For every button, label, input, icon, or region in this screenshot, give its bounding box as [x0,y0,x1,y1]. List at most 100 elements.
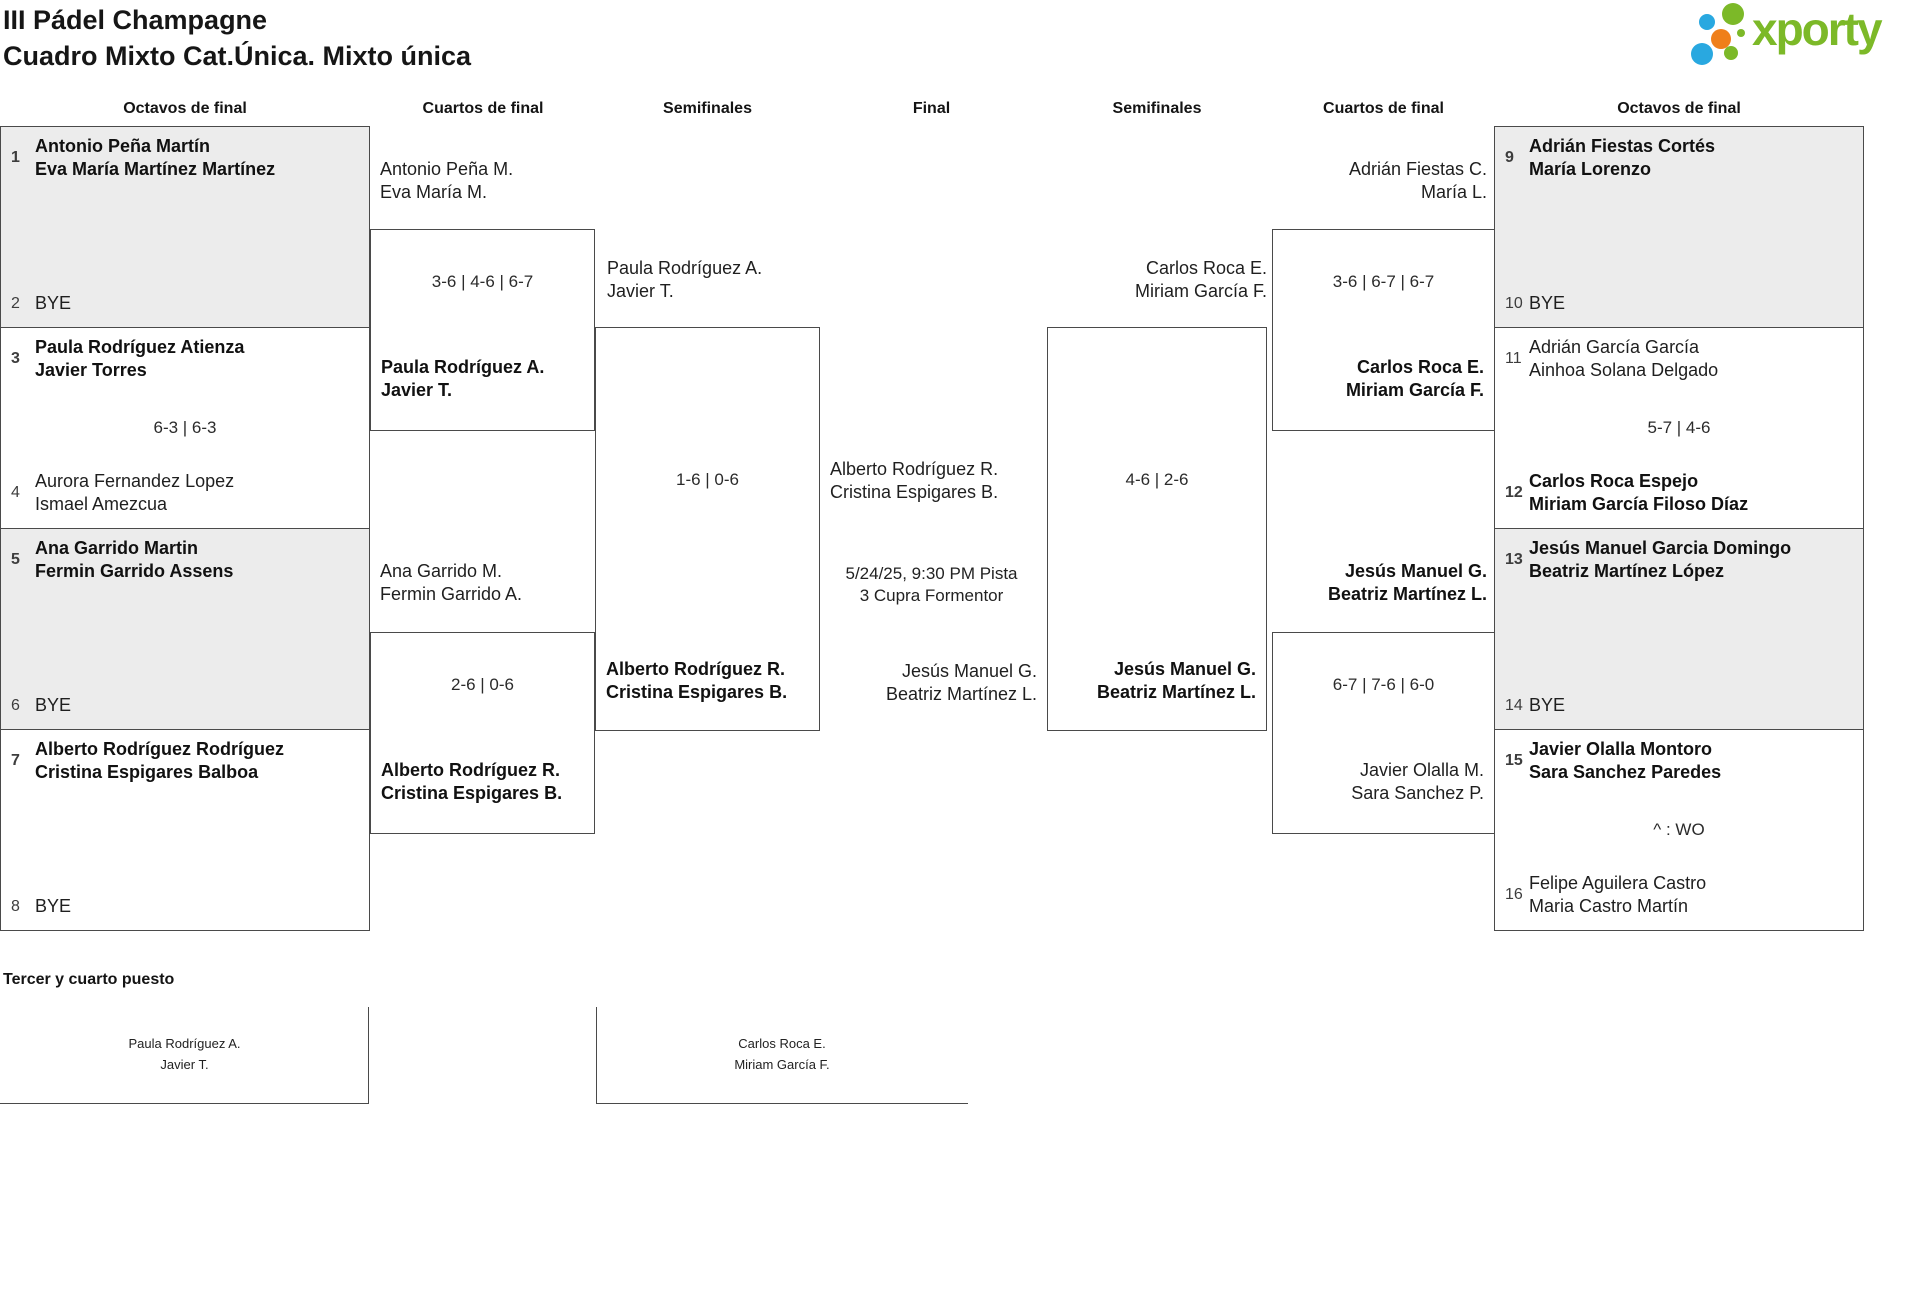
match-score: 5-7 | 4-6 [1647,418,1711,437]
qf-right-1-winner: Carlos Roca E. Miriam García F. [1346,356,1484,402]
match-court: 3 Cupra Formentor [859,586,1004,605]
team-name: Adrián Fiestas Cortés [1529,136,1716,156]
third-place-heading: Tercer y cuarto puesto [3,971,175,988]
final-bottom-team: Jesús Manuel G. Beatriz Martínez L. [886,660,1037,706]
qf-right-2-top-team: Jesús Manuel G. Beatriz Martínez L. [1328,560,1487,606]
third-place-slot-left [0,1007,369,1104]
tournament-name: III Pádel Champagne [3,5,268,35]
bracket-entry: 10 BYE [1505,292,1857,315]
team-name: Miriam García F. [734,1057,830,1072]
bracket-entry: 6 BYE [11,694,363,717]
match-score: 4-6 | 2-6 [1125,470,1189,489]
team-name: Fermin Garrido Assens [35,561,234,581]
team-name: Javier T. [607,281,674,301]
team-name: Ana Garrido Martin [35,538,199,558]
qf-left-2-winner: Alberto Rodríguez R. Cristina Espigares … [381,759,562,805]
team-name: Alberto Rodríguez R. [381,760,560,780]
match-score: 1-6 | 0-6 [675,470,739,489]
bracket-entry: 8 BYE [11,895,363,918]
seed-number: 2 [11,294,20,312]
team-name: María Lorenzo [1529,159,1652,179]
team-name: Cristina Espigares B. [606,682,788,702]
team-name: Javier T. [381,380,453,400]
third-place-slot-right [596,1007,968,1104]
seed-number: 10 [1505,294,1523,312]
team-name: Ana Garrido M. [380,561,503,581]
team-name: Paula Rodríguez A. [607,258,763,278]
seed-number: 15 [1505,752,1523,769]
team-name: Alberto Rodríguez R. [830,459,999,479]
seed-number: 9 [1505,149,1514,166]
match-score: 3-6 | 4-6 | 6-7 [431,272,534,291]
team-name: Beatriz Martínez L. [1327,584,1487,604]
round-header-octavos-left: Octavos de final [123,100,247,117]
bracket-entry: 2 BYE [11,292,363,315]
team-name: Cristina Espigares B. [381,783,563,803]
xporty-logo[interactable]: xporty [1686,0,1920,66]
team-name: Paula Rodríguez A. [381,357,545,377]
team-name: Carlos Roca E. [738,1036,826,1051]
bye-label: BYE [1529,293,1566,313]
final-match-info: 5/24/25, 9:30 PM Pista 3 Cupra Formentor [820,563,1043,607]
team-name: Sara Sanchez P. [1351,783,1484,803]
team-name: Fermin Garrido A. [380,584,523,604]
team-name: Antonio Peña M. [380,159,514,179]
round-header-cuartos-left: Cuartos de final [422,100,544,117]
team-name: Javier Olalla Montoro [1529,739,1713,759]
seed-number: 13 [1505,551,1523,568]
team-name: Javier Torres [35,360,147,380]
bye-label: BYE [35,695,72,715]
seed-number: 3 [11,350,20,367]
team-name: Javier T. [160,1057,209,1072]
round-header-cuartos-right: Cuartos de final [1323,100,1444,117]
match-score: 6-3 | 6-3 [153,418,217,437]
team-name: Felipe Aguilera Castro [1529,873,1707,893]
sf-right-top-team: Carlos Roca E. Miriam García F. [1135,257,1267,303]
seed-number: 5 [11,551,20,568]
team-name: Javier Olalla M. [1359,760,1484,780]
match-box-semifinal-right: 4-6 | 2-6 Jesús Manuel G. Beatriz Martín… [1047,327,1267,731]
team-name: Ismael Amezcua [35,494,168,514]
team-name: Miriam García F. [1134,281,1267,301]
team-name: Jesús Manuel G. [901,661,1037,681]
team-name: Cristina Espigares B. [830,482,999,502]
round-header-octavos-right: Octavos de final [1617,100,1741,117]
seed-number: 6 [11,696,20,714]
bye-label: BYE [35,293,72,313]
qf-left-1-top-team: Antonio Peña M. Eva María M. [380,158,513,204]
match-box-cuartos-left-2: 2-6 | 0-6 Alberto Rodríguez R. Cristina … [370,632,595,834]
team-name: Miriam García Filoso Díaz [1529,494,1749,514]
team-name: Sara Sanchez Paredes [1529,762,1722,782]
bracket-subtitle: Cuadro Mixto Cat.Única. Mixto única [3,41,472,71]
logo-dot-green-big [1722,3,1744,25]
sf-left-winner: Alberto Rodríguez R. Cristina Espigares … [606,658,787,704]
team-name: Beatriz Martínez López [1529,561,1725,581]
match-box-cuartos-right-2: 6-7 | 7-6 | 6-0 Javier Olalla M. Sara Sa… [1272,632,1495,834]
team-name: Adrián Fiestas C. [1348,159,1487,179]
team-name: Paula Rodríguez A. [128,1036,241,1051]
logo-wordmark: xporty [1752,3,1883,55]
seed-number: 16 [1505,886,1523,903]
team-name: Cristina Espigares Balboa [35,762,259,782]
team-name: Paula Rodríguez Atienza [35,337,245,357]
logo-dot-green-small [1724,46,1738,60]
team-name: Jesús Manuel G. [1113,659,1256,679]
walkover-label: ^ : WO [1653,820,1705,839]
match-score: 6-7 | 7-6 | 6-0 [1332,675,1435,694]
third-place-left-team: Paula Rodríguez A. Javier T. [0,1033,369,1075]
match-box-cuartos-left-1: 3-6 | 4-6 | 6-7 Paula Rodríguez A. Javie… [370,229,595,431]
logo-dot-blue-small [1699,14,1715,30]
tournament-title: III Pádel Champagne Cuadro Mixto Cat.Úni… [3,2,471,74]
